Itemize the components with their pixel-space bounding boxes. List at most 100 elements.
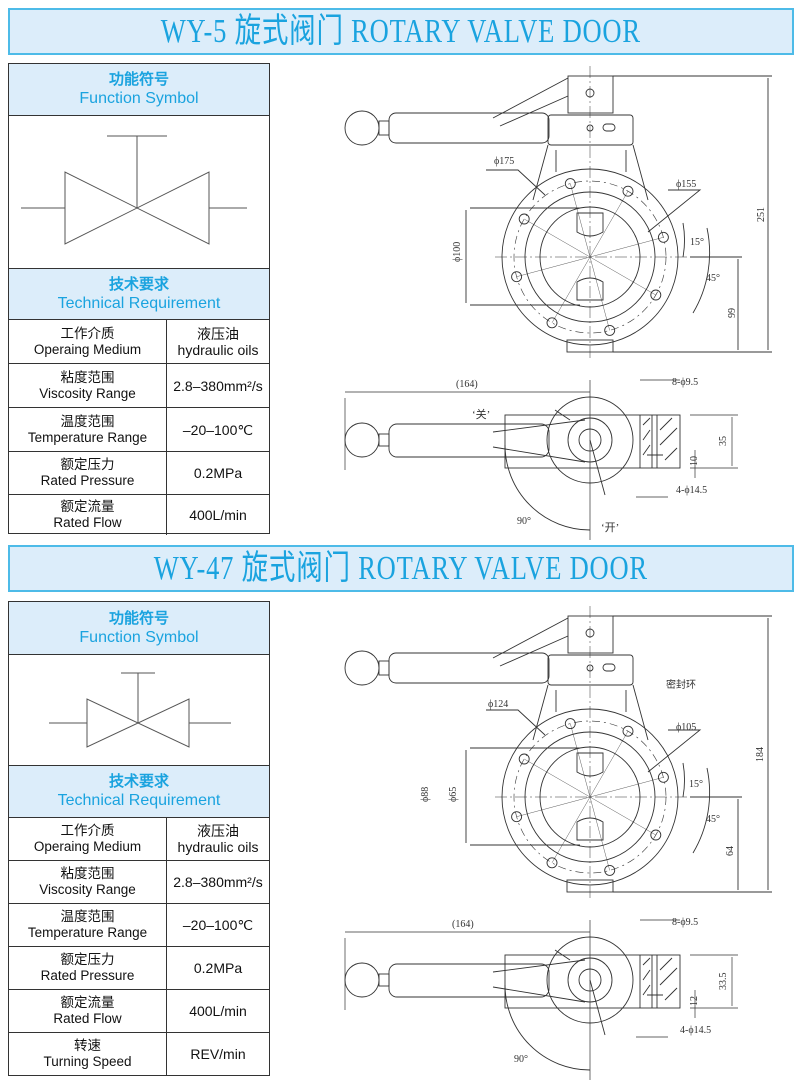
center-line	[570, 723, 591, 798]
tech-req-header: 技术要求 Technical Requirement	[9, 766, 269, 818]
label-cn: 粘度范围	[60, 369, 115, 385]
bolt-hole	[650, 829, 662, 841]
valve-symbol-icon	[21, 135, 247, 245]
valve-drawing-wy47: 密封环 ϕ124 ϕ105 ϕ88 ϕ65 15° 45° 64 184 (16…	[344, 606, 772, 1080]
angle-arcs	[682, 222, 711, 314]
bolt-hole	[511, 811, 523, 823]
title-text: WY-47 旋式阀门 ROTARY VALVE DOOR	[153, 550, 649, 587]
dimension-lines	[465, 75, 772, 353]
value: 0.2MPa	[193, 465, 243, 481]
top-block	[567, 75, 614, 114]
valve-symbol	[9, 655, 269, 766]
dim-bolt-circle: ϕ105	[676, 722, 696, 733]
center-line	[551, 256, 591, 323]
label-open: ‘开’	[601, 522, 619, 534]
side-dimension-lines	[344, 919, 738, 1080]
disc-lugs	[576, 752, 604, 841]
dim-bore: ϕ100	[452, 242, 463, 262]
center-line	[589, 796, 656, 836]
center-line	[589, 777, 664, 798]
side-indicators	[554, 409, 606, 496]
dim-holes-large: 4-ϕ14.5	[676, 485, 707, 496]
stem-block	[547, 654, 634, 686]
header-cn: 技术要求	[108, 275, 169, 293]
bolt-hole	[546, 317, 558, 329]
spec-table-wy47: 功能符号 Function Symbol 技术要求 Technical Requ…	[8, 601, 270, 1076]
leader-lines	[486, 709, 702, 773]
side-lever	[492, 419, 586, 463]
valve-symbol	[9, 116, 269, 269]
label-cn: 工作介质	[60, 823, 115, 838]
dim-holes-small: 8-ϕ9.5	[672, 377, 698, 388]
function-symbol-header: 功能符号 Function Symbol	[9, 64, 269, 116]
label-cn: 温度范围	[60, 413, 115, 429]
label-cn: 额定流量	[60, 499, 115, 514]
bolt-hole	[604, 324, 616, 336]
handle-ball	[344, 650, 380, 686]
label-cn: 转速	[74, 1038, 101, 1053]
bolt-hole	[518, 753, 530, 765]
side-section-hatch	[639, 415, 678, 468]
value: –20–100℃	[182, 421, 254, 438]
axis-lines	[495, 66, 690, 360]
header-en: Technical Requirement	[57, 792, 221, 809]
dim-angle-45: 45°	[706, 273, 720, 284]
center-line	[524, 758, 591, 798]
bolt-hole	[564, 718, 576, 730]
angle-arcs	[682, 762, 711, 854]
function-symbol-header: 功能符号 Function Symbol	[9, 602, 269, 655]
center-line	[516, 256, 591, 277]
dim-bore-outer: ϕ88	[420, 787, 431, 802]
handle-lever	[492, 617, 569, 667]
neck	[532, 144, 649, 201]
dim-holes-large: 4-ϕ14.5	[680, 1025, 711, 1036]
dimension-lines	[465, 615, 772, 893]
dim-counterbore: 12	[689, 996, 700, 1006]
dim-total-height: 184	[755, 747, 766, 762]
side-handle-neck	[378, 433, 390, 447]
side-angle-arc	[504, 984, 591, 1071]
top-block	[567, 615, 614, 654]
header-cn: 功能符号	[108, 609, 169, 627]
spec-table-wy5: 功能符号 Function Symbol 技术要求 Technical Requ…	[8, 63, 270, 535]
side-body	[504, 414, 681, 469]
label-cn: 温度范围	[60, 909, 115, 924]
value: 2.8–380mm²/s	[173, 874, 263, 890]
value: 400L/min	[189, 1003, 247, 1019]
value: 400L/min	[189, 507, 247, 523]
label-cn: 额定流量	[60, 995, 115, 1010]
side-angle-arc	[504, 444, 591, 531]
value: –20–100℃	[182, 917, 254, 933]
dim-length: (164)	[452, 919, 474, 930]
handle-lever	[492, 77, 569, 127]
dim-bolt-circle: ϕ155	[676, 179, 696, 190]
bolt-hole	[657, 771, 669, 783]
value: hydraulic oils	[177, 839, 259, 855]
label-seal-ring: 密封环	[666, 678, 696, 691]
label-en: Turning Speed	[43, 1054, 132, 1069]
value: REV/min	[190, 1046, 246, 1062]
bolt-hole	[657, 231, 669, 243]
dim-angle-15: 15°	[689, 779, 703, 790]
center-line	[589, 731, 629, 798]
label-en: Rated Flow	[53, 1011, 122, 1026]
section-title-wy47: WY-47 旋式阀门 ROTARY VALVE DOOR	[8, 545, 794, 592]
side-indicators	[554, 949, 606, 1036]
label-en: Temperature Range	[27, 925, 148, 940]
value: 2.8–380mm²/s	[173, 377, 263, 394]
dim-center-height: 99	[727, 308, 738, 318]
handle-bar	[388, 652, 550, 684]
slot	[602, 123, 616, 132]
dim-thickness: 33.5	[718, 973, 729, 991]
dim-counterbore: 10	[689, 456, 700, 466]
section-title-wy5: WY-5 旋式阀门 ROTARY VALVE DOOR	[8, 8, 794, 55]
value: 0.2MPa	[193, 960, 243, 976]
dim-total-height: 251	[756, 207, 767, 222]
dim-bore: ϕ65	[448, 787, 459, 802]
dim-angle-90: 90°	[517, 516, 531, 527]
side-handle-bar	[388, 423, 550, 458]
handle-neck	[378, 660, 390, 676]
